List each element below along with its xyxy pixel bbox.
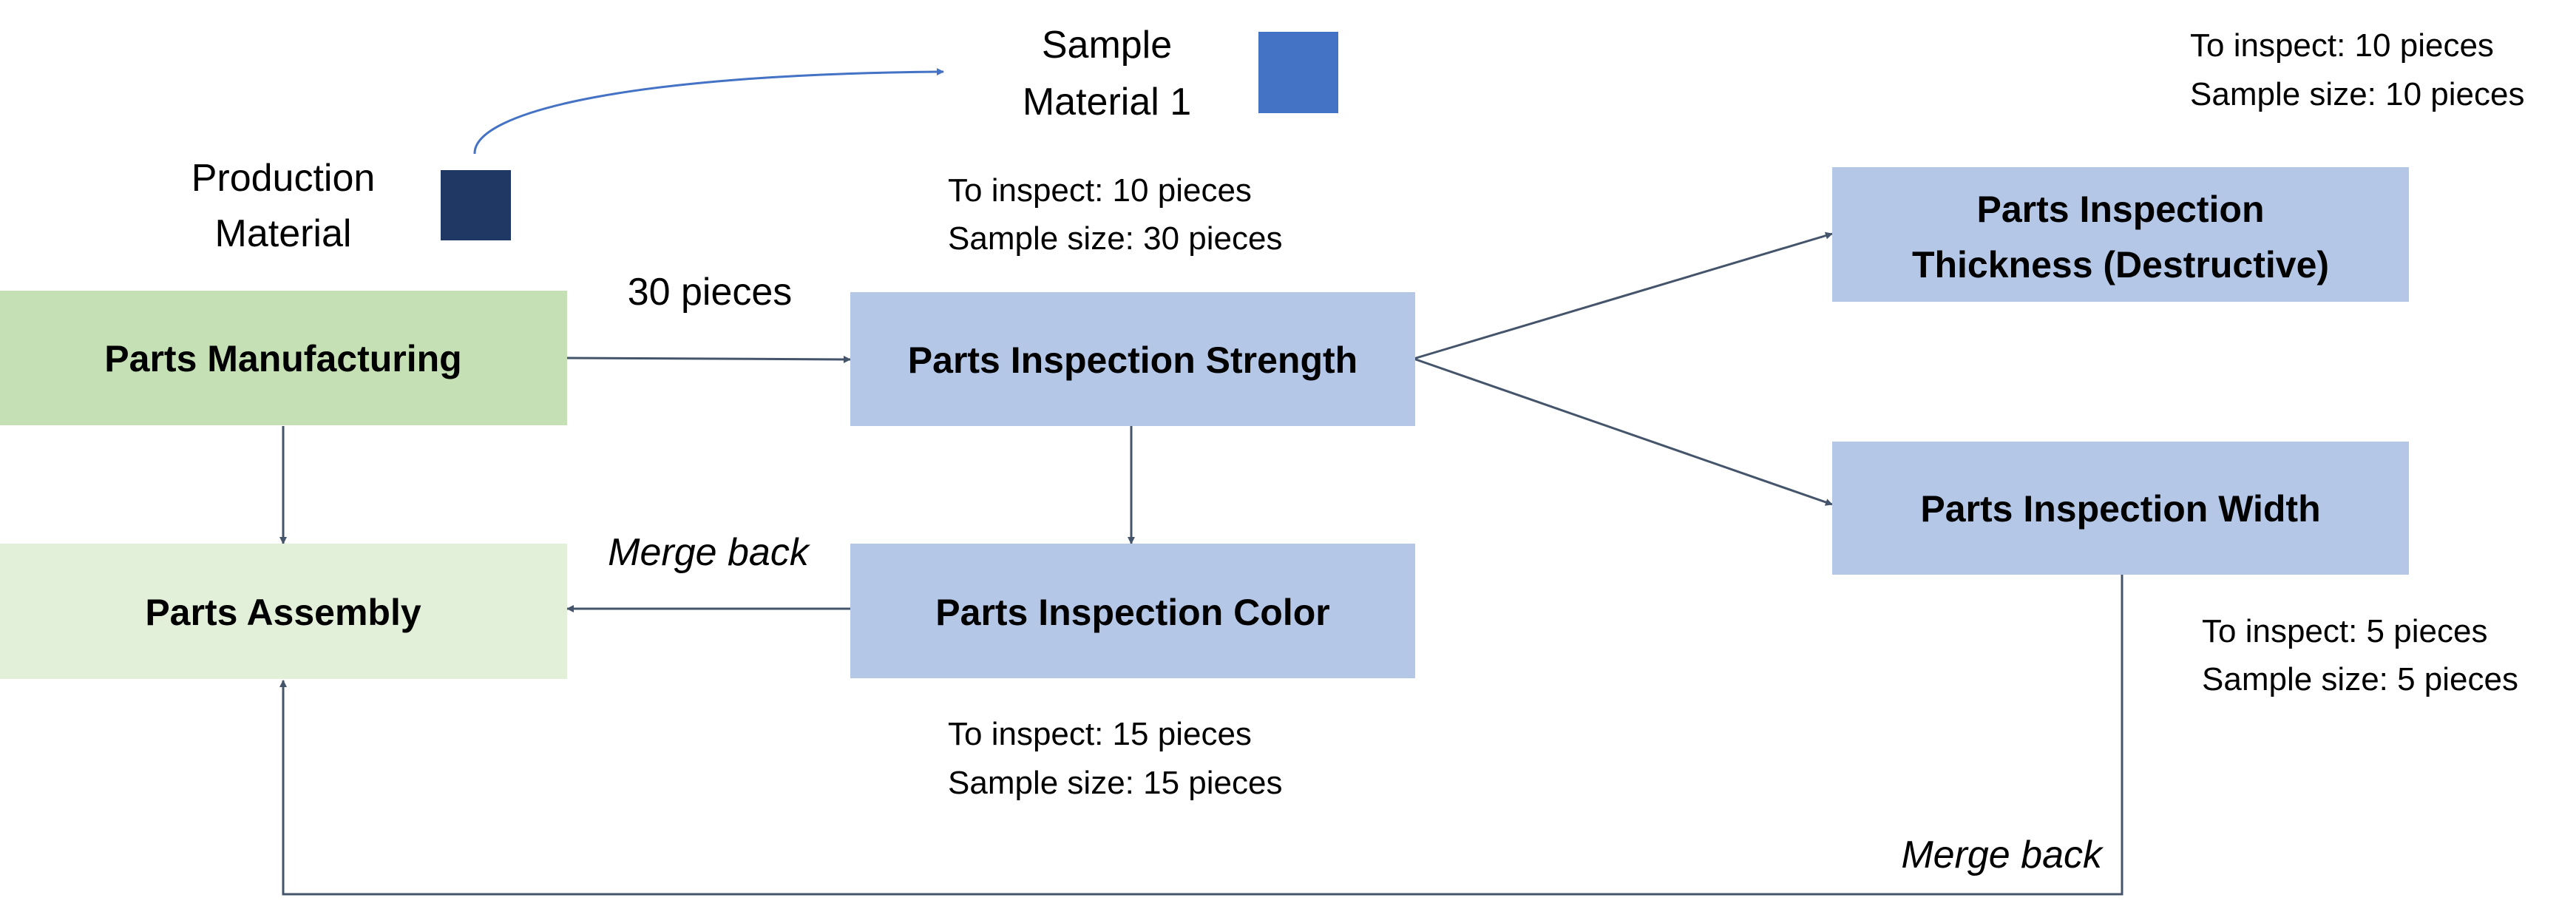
- sample-material-arrow: [473, 68, 944, 155]
- note-sample-size: Sample size: 5 pieces: [2202, 661, 2518, 697]
- edge-label-merge-back-color: Merge back: [608, 531, 811, 574]
- note-to-inspect: To inspect: 5 pieces: [2202, 613, 2487, 649]
- note-strength: To inspect: 10 pieces Sample size: 30 pi…: [948, 172, 1282, 257]
- connectors: [279, 68, 2123, 896]
- production-material-label-line-1: Production: [191, 157, 376, 200]
- note-sample-size: Sample size: 30 pieces: [948, 220, 1282, 257]
- node-label: Parts Manufacturing: [104, 338, 461, 379]
- sample-material-swatch-icon: [1258, 32, 1338, 113]
- node-label: Parts Inspection: [1977, 189, 2265, 230]
- node-parts-inspection-thickness[interactable]: Parts Inspection Thickness (Destructive): [1832, 167, 2409, 302]
- strength-to-thickness-arrow: [1413, 232, 1833, 360]
- node-parts-inspection-color[interactable]: Parts Inspection Color: [850, 544, 1415, 678]
- manufacturing-to-strength-arrow: [565, 355, 851, 363]
- node-box[interactable]: [1832, 167, 2409, 302]
- node-box[interactable]: [850, 292, 1415, 426]
- production-material-swatch-icon: [441, 170, 511, 240]
- width-to-assembly-arrow: [279, 575, 2123, 896]
- note-to-inspect: To inspect: 10 pieces: [2190, 27, 2494, 64]
- edge-label-30-pieces: 30 pieces: [628, 271, 793, 314]
- note-to-inspect: To inspect: 10 pieces: [948, 172, 1252, 209]
- note-color: To inspect: 15 pieces Sample size: 15 pi…: [948, 716, 1282, 801]
- note-sample-size: Sample size: 15 pieces: [948, 765, 1282, 801]
- sample-material-label: Sample Material 1: [1023, 24, 1191, 124]
- sample-material-label-line-1: Sample: [1042, 24, 1172, 67]
- node-box[interactable]: [0, 291, 567, 425]
- note-sample-size: Sample size: 10 pieces: [2190, 76, 2524, 112]
- sample-material-label-line-2: Material 1: [1023, 81, 1191, 124]
- production-material-label-line-2: Material: [215, 212, 352, 255]
- node-label: Parts Inspection Width: [1920, 488, 2320, 530]
- node-box[interactable]: [1832, 442, 2409, 575]
- node-label-line-2: Thickness (Destructive): [1912, 244, 2329, 285]
- node-parts-inspection-strength[interactable]: Parts Inspection Strength: [850, 292, 1415, 426]
- node-parts-assembly[interactable]: Parts Assembly: [0, 544, 567, 679]
- note-to-inspect: To inspect: 15 pieces: [948, 716, 1252, 752]
- node-box[interactable]: [0, 544, 567, 679]
- node-parts-manufacturing[interactable]: Parts Manufacturing: [0, 291, 567, 425]
- note-width: To inspect: 5 pieces Sample size: 5 piec…: [2202, 613, 2518, 697]
- node-label: Parts Assembly: [145, 592, 421, 633]
- edge-label-merge-back-width: Merge back: [1901, 834, 2104, 876]
- node-label: Parts Inspection Color: [935, 592, 1329, 633]
- node-box[interactable]: [850, 544, 1415, 678]
- strength-to-width-arrow: [1413, 357, 1833, 506]
- node-label: Parts Inspection Strength: [908, 339, 1358, 381]
- note-thickness: To inspect: 10 pieces Sample size: 10 pi…: [2190, 27, 2524, 112]
- node-parts-inspection-width[interactable]: Parts Inspection Width: [1832, 442, 2409, 575]
- production-material-label: Production Material: [191, 157, 376, 255]
